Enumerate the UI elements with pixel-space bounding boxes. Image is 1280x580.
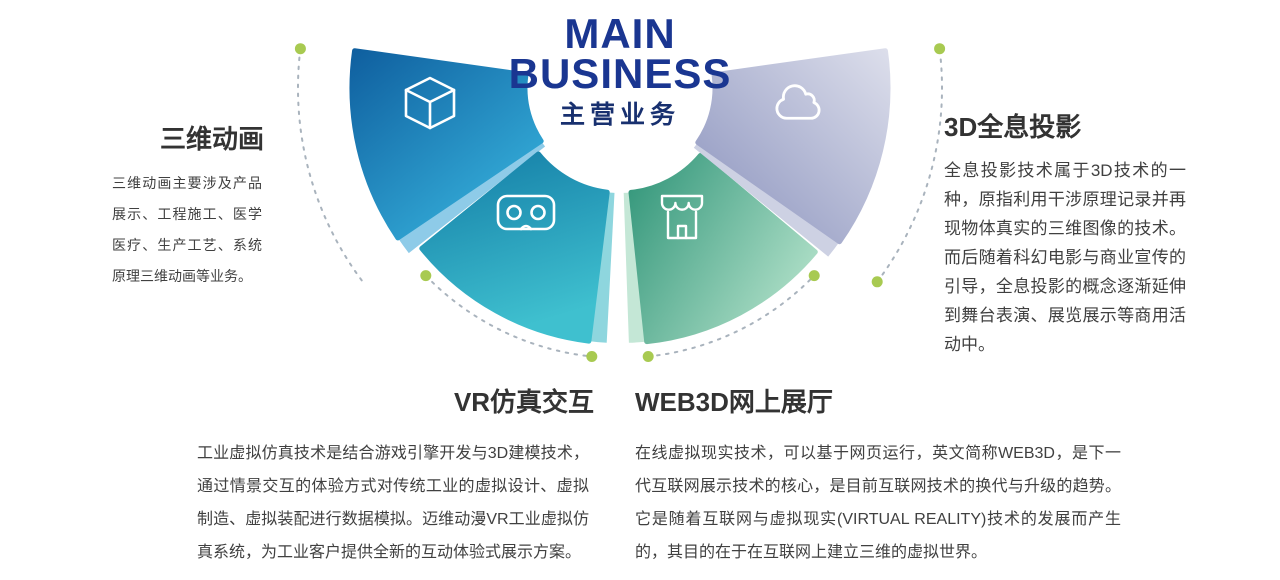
body-hologram: 全息投影技术属于3D技术的一种，原指利用干涉原理记录并再现物体真实的三维图像的技… xyxy=(944,161,1186,354)
heading-hologram: 3D全息投影 xyxy=(944,112,1082,142)
accent-dot xyxy=(586,351,598,362)
accent-dot xyxy=(642,351,654,362)
title-block: MAIN BUSINESS 主营业务 xyxy=(440,10,800,130)
title-subtitle: 主营业务 xyxy=(559,101,680,129)
accent-dot xyxy=(871,276,883,288)
petal-hologram-edge xyxy=(693,142,840,257)
petal-vr xyxy=(419,151,610,344)
petal-animation-edge xyxy=(397,141,546,254)
heading-web3d: WEB3D网上展厅 xyxy=(635,387,833,417)
accent-dot xyxy=(294,43,306,55)
storefront-icon xyxy=(660,194,704,240)
dashed-arc xyxy=(297,47,364,283)
accent-dot xyxy=(934,43,946,55)
title-main-line1: MAIN xyxy=(564,10,676,57)
title-main-line2: BUSINESS xyxy=(508,50,732,97)
cloud-icon xyxy=(775,84,821,120)
heading-vr: VR仿真交互 xyxy=(453,387,595,417)
dashed-guide-arcs xyxy=(297,47,943,358)
heading-animation: 三维动画 xyxy=(159,124,264,154)
accent-dot xyxy=(420,270,432,282)
body-web3d: 在线虚拟现实技术，可以基于网页运行，英文简称WEB3D，是下一代互联网展示技术的… xyxy=(635,445,1121,561)
body-vr: 工业虚拟仿真技术是结合游戏引擎开发与3D建模技术，通过情景交互的体验方式对传统工… xyxy=(197,445,589,561)
petal-animation xyxy=(349,48,544,241)
vr-goggles-icon xyxy=(496,194,556,231)
petal-hologram xyxy=(695,48,891,245)
body-animation: 三维动画主要涉及产品展示、工程施工、医学医疗、生产工艺、系统原理三维动画等业务。 xyxy=(112,175,262,284)
accent-dots xyxy=(294,43,946,362)
accent-dot xyxy=(808,270,820,282)
dashed-arc xyxy=(876,47,943,283)
cube-icon xyxy=(404,76,456,130)
petal-web3d xyxy=(628,153,818,345)
